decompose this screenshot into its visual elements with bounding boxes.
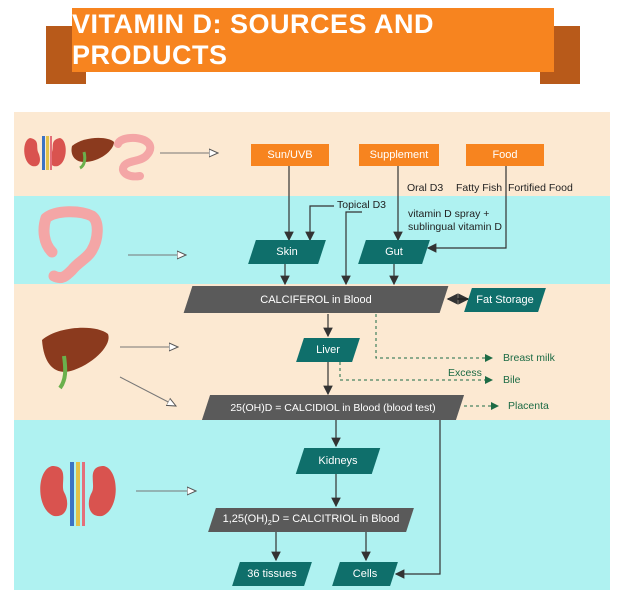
output-placenta: Placenta — [508, 400, 549, 412]
pointer-arrow-liver-diag — [119, 376, 176, 406]
source-sun-uvb: Sun/UVB — [251, 144, 329, 166]
node-calciferol: CALCIFEROL in Blood — [188, 286, 444, 313]
label-fortified-food: Fortified Food — [508, 182, 573, 194]
node-kidneys: Kidneys — [300, 448, 376, 474]
source-food: Food — [466, 144, 544, 166]
label-excess: Excess — [448, 367, 482, 379]
node-liver: Liver — [300, 338, 356, 362]
label-fatty-fish: Fatty Fish — [456, 182, 503, 194]
label-vitamin-d-spray: vitamin D spray + sublingual vitamin D — [408, 208, 502, 233]
label-oral-d3: Oral D3 — [407, 182, 444, 194]
node-gut: Gut — [362, 240, 426, 264]
node-skin: Skin — [252, 240, 322, 264]
source-supplement: Supplement — [359, 144, 439, 166]
output-bile: Bile — [503, 374, 521, 386]
label-topical-d3: Topical D3 — [337, 199, 387, 211]
node-calcitriol: 1,25(OH)2D = CALCITRIOL in Blood — [212, 508, 410, 532]
node-cells: Cells — [336, 562, 394, 586]
node-36-tissues: 36 tissues — [236, 562, 308, 586]
node-fat-storage: Fat Storage — [468, 288, 542, 312]
output-breast-milk: Breast milk — [503, 352, 555, 364]
page-title: VITAMIN D: SOURCES AND PRODUCTS — [72, 8, 554, 72]
node-calcidiol: 25(OH)D = CALCIDIOL in Blood (blood test… — [206, 395, 460, 420]
